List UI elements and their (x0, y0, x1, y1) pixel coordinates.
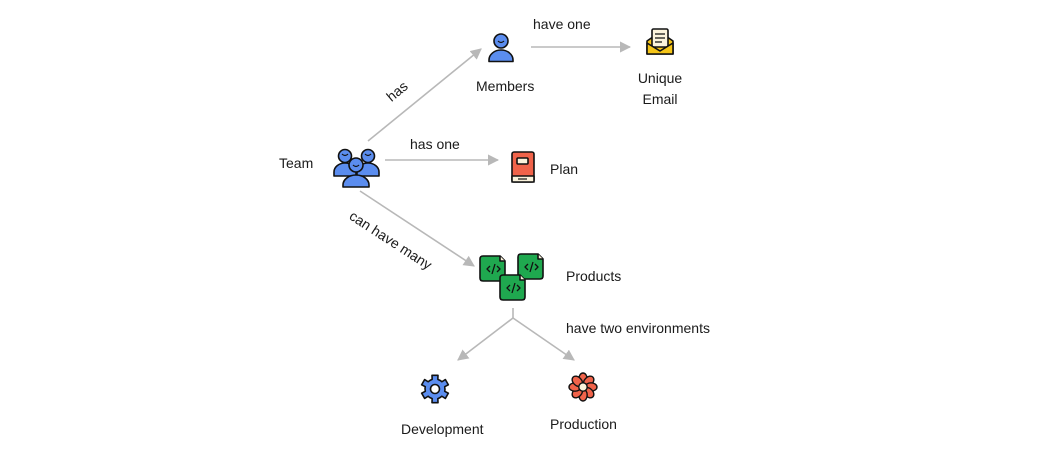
edge-products-production (512, 317, 575, 361)
edge-team-products (359, 190, 475, 267)
edge-team-members (367, 48, 482, 142)
node-label-unique-email-line2: Email (642, 91, 678, 107)
node-label-team: Team (279, 155, 314, 171)
node-label-products: Products (566, 268, 622, 284)
node-label-members: Members (476, 78, 535, 94)
gear-icon[interactable] (420, 374, 450, 404)
node-label-plan: Plan (550, 161, 579, 177)
book-icon[interactable] (511, 151, 535, 183)
edge-label-have-two-environments: have two environments (566, 320, 710, 336)
edge-label-have-one: have one (533, 16, 591, 32)
node-label-production: Production (550, 416, 617, 432)
node-label-unique-email-line1: Unique (637, 70, 683, 86)
node-label-development: Development (401, 421, 484, 437)
node-label-unique-email: Unique Email (630, 68, 690, 110)
user-icon[interactable] (488, 33, 514, 63)
edge-label-has-one: has one (410, 136, 460, 152)
edge-products-development (457, 317, 514, 361)
envelope-letter-icon[interactable] (646, 28, 674, 55)
team-users-icon[interactable] (333, 148, 380, 188)
code-files-icon[interactable] (479, 253, 544, 301)
flower-icon[interactable] (568, 372, 598, 402)
